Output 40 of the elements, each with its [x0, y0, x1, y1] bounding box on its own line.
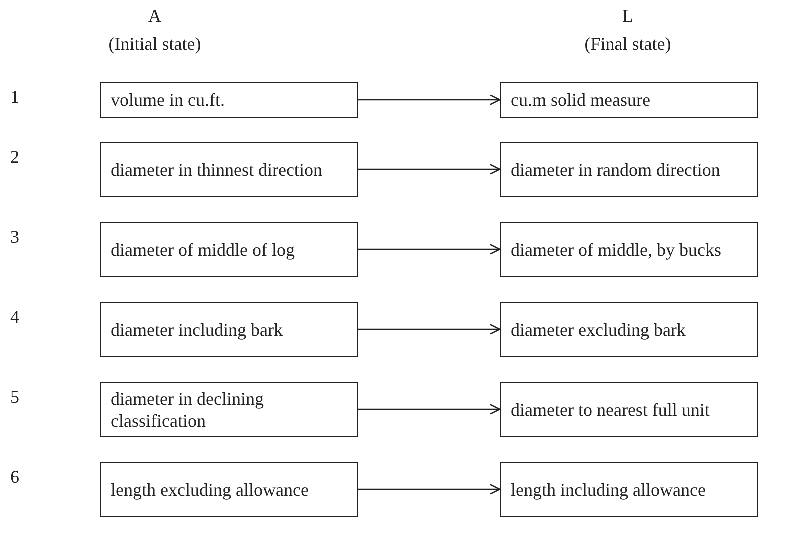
box-text: volume in cu.ft. — [111, 89, 225, 111]
column-subheading: (Final state) — [584, 34, 672, 55]
text-box — [500, 222, 758, 277]
arrow — [358, 484, 501, 496]
arrow — [358, 164, 501, 176]
text-box — [500, 82, 758, 118]
box-text: diameter in declining classification — [111, 388, 265, 432]
text-box — [500, 142, 758, 197]
column-heading: A — [148, 6, 162, 27]
text-box — [500, 462, 758, 517]
arrow — [358, 244, 501, 256]
text-box — [100, 462, 358, 517]
row-number: 4 — [10, 307, 20, 328]
box-text: diameter in thinnest direction — [111, 158, 322, 180]
box-text: diameter of middle of log — [111, 238, 295, 260]
text-box — [100, 82, 358, 118]
arrow — [358, 324, 501, 336]
row-number: 5 — [10, 387, 20, 408]
box-text: length including allowance — [511, 478, 706, 500]
text-box — [100, 382, 358, 437]
box-text: length excluding allowance — [111, 478, 309, 500]
box-text: diameter in random direction — [511, 158, 720, 180]
box-text: diameter to nearest full unit — [511, 398, 710, 420]
text-box — [500, 382, 758, 437]
column-subheading: (Initial state) — [108, 34, 202, 55]
column-heading: L — [622, 6, 634, 27]
row-number: 2 — [10, 147, 20, 168]
text-box — [100, 302, 358, 357]
arrow — [358, 94, 501, 106]
row-number: 6 — [10, 467, 20, 488]
box-text: diameter of middle, by bucks — [511, 238, 722, 260]
box-text: diameter excluding bark — [511, 318, 686, 340]
arrow — [358, 404, 501, 416]
row-number: 1 — [10, 87, 20, 108]
row-number: 3 — [10, 227, 20, 248]
text-box — [100, 142, 358, 197]
box-text: diameter including bark — [111, 318, 283, 340]
text-box — [500, 302, 758, 357]
box-text: cu.m solid measure — [511, 89, 650, 111]
text-box — [100, 222, 358, 277]
